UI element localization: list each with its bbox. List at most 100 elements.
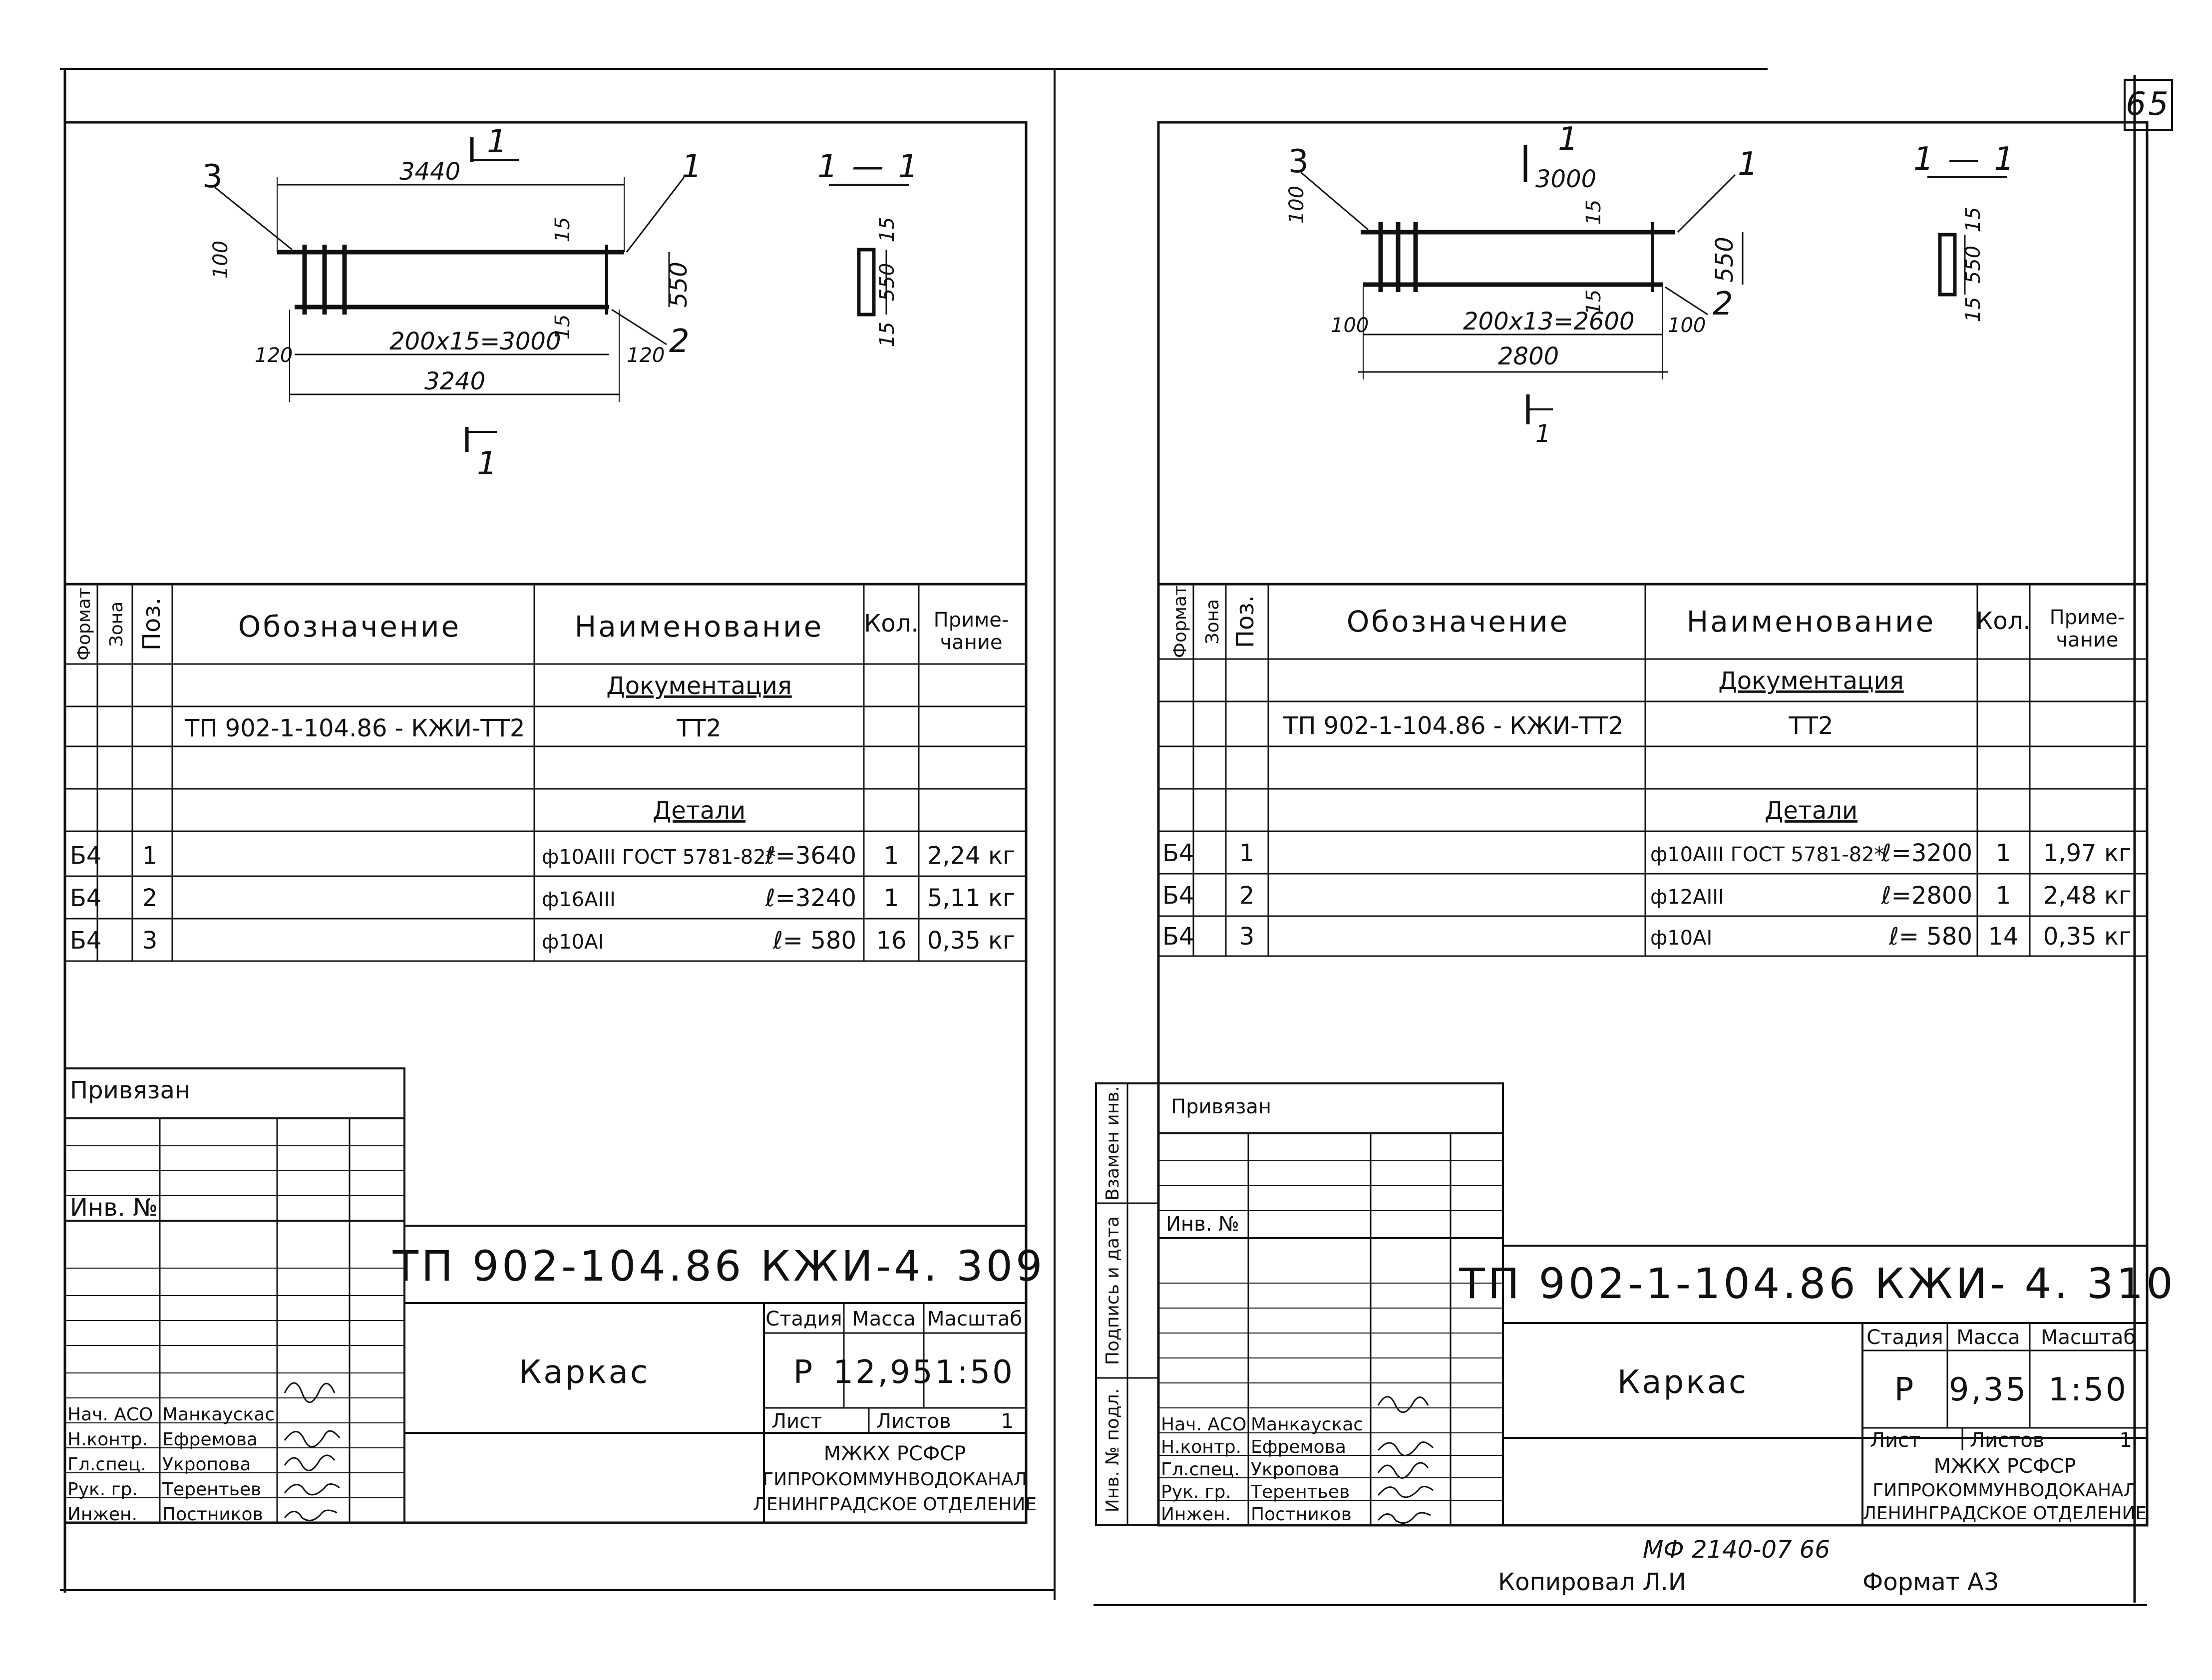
org-line-2: ГИПРОКОММУНВОДОКАНАЛ <box>1872 1480 2137 1501</box>
row-qty: 1 <box>884 842 899 870</box>
row-length: ℓ=3640 <box>765 842 856 870</box>
hdr-qty: Кол. <box>864 610 918 638</box>
row-note: 5,11 кг <box>927 884 1015 912</box>
sheet-label: Лист <box>1870 1429 1920 1452</box>
cut-top: 1 <box>487 123 509 160</box>
section-title: 1 — 1 <box>817 148 920 185</box>
stage-value: Р <box>793 1354 815 1391</box>
person-name: Терентьев <box>162 1479 261 1500</box>
section-parts: Детали <box>1765 797 1857 825</box>
row-length: ℓ=3240 <box>765 884 856 912</box>
cut-bottom: 1 <box>477 445 499 482</box>
doc-designation: ТП 902-1-104.86 - КЖИ-ТТ2 <box>1283 712 1623 740</box>
person-name: Манкаускас <box>162 1404 275 1425</box>
hdr-zone: Зона <box>1202 599 1223 645</box>
row-name: ф10АIII ГОСТ 5781-82* <box>1650 843 1884 866</box>
section-15a: 15 <box>1962 207 1985 233</box>
cut-top: 1 <box>1558 121 1580 158</box>
row-note: 1,97 кг <box>2043 839 2131 867</box>
person-name: Терентьев <box>1250 1482 1350 1502</box>
right-spec-table: Формат Зона Поз. Обозначение Наименовани… <box>1158 583 2147 957</box>
row-name: ф16АIII <box>542 888 616 911</box>
row-qty: 1 <box>1996 882 2011 910</box>
dim-15a: 15 <box>1582 200 1605 225</box>
hdr-name: Наименование <box>1687 605 1936 639</box>
row-format: Б4 <box>70 884 101 912</box>
section-parts: Детали <box>653 797 745 825</box>
doc-name: ТТ2 <box>1788 712 1833 740</box>
row-name: ф12АIII <box>1650 886 1724 909</box>
mass-header: Масса <box>852 1308 916 1331</box>
section-15a: 15 <box>876 217 899 243</box>
left-sheet: 3440 200x15=3000 3240 120 120 550 100 15… <box>63 121 1046 1525</box>
org-line-2: ГИПРОКОММУНВОДОКАНАЛ <box>762 1469 1027 1490</box>
right-sheet: 1 3000 200x13=2600 2800 100 100 550 100 … <box>1095 121 2176 1596</box>
right-title-block: Привязан Инв. № ТП 902-1-104.86 КЖИ- 4. … <box>1157 1082 2176 1526</box>
hdr-format: Формат <box>1170 585 1190 658</box>
row-format: Б4 <box>1162 923 1194 951</box>
signature <box>284 1382 341 1522</box>
sheets-value: 1 <box>2120 1429 2132 1452</box>
sheets-value: 1 <box>1001 1410 1014 1433</box>
mass-header: Масса <box>1956 1326 2020 1349</box>
spec-row: Б4 1 ф10АIII ГОСТ 5781-82* ℓ=3640 1 2,24… <box>70 842 1015 870</box>
hdr-zone: Зона <box>106 602 127 647</box>
dim-end-right: 120 <box>627 344 665 367</box>
hdr-note-2: чание <box>2056 629 2119 652</box>
stage-header: Стадия <box>765 1308 842 1331</box>
role: Инжен. <box>67 1504 137 1525</box>
person-name: Укропова <box>1251 1459 1339 1480</box>
scale-value: 1:50 <box>935 1354 1015 1391</box>
hdr-pos: Поз. <box>138 598 166 651</box>
cut-bottom: 1 <box>1535 420 1551 448</box>
role: Гл.спец. <box>67 1454 146 1475</box>
row-name: ф10АI <box>542 931 604 954</box>
hdr-pos: Поз. <box>1231 595 1259 648</box>
linked-label: Привязан <box>70 1076 190 1104</box>
dim-100: 100 <box>1285 186 1308 224</box>
dim-top: 3440 <box>399 158 460 186</box>
row-format: Б4 <box>70 927 101 955</box>
row-format: Б4 <box>1162 839 1194 867</box>
row-length: ℓ=2800 <box>1881 882 1972 910</box>
doc-designation: ТП 902-1-104.86 - КЖИ-ТТ2 <box>184 714 525 742</box>
drawing-code: ТП 902-1-104.86 КЖИ- 4. 310 <box>1459 1259 2176 1308</box>
mass-value: 12,95 <box>833 1354 934 1391</box>
pos3-label: 3 <box>202 158 225 195</box>
row-qty: 1 <box>884 884 899 912</box>
drawing-title: Каркас <box>1617 1364 1748 1401</box>
row-pos: 1 <box>1239 839 1255 867</box>
dim-total: 3240 <box>424 367 485 395</box>
dim-15a: 15 <box>551 217 574 243</box>
page-number: 65 <box>2126 86 2170 123</box>
person-name: Манкаускас <box>1251 1414 1363 1435</box>
hdr-qty: Кол. <box>1976 607 2030 635</box>
hdr-designation: Обозначение <box>238 610 461 644</box>
role: Инжен. <box>1161 1504 1231 1525</box>
dim-end-left: 120 <box>255 344 293 367</box>
spec-row: Б4 3 ф10АI ℓ= 580 16 0,35 кг <box>70 927 1015 955</box>
section-550: 550 <box>876 263 899 301</box>
hdr-note-2: чание <box>940 631 1003 654</box>
section-550: 550 <box>1962 246 1985 284</box>
drawing-code: ТП 902-104.86 КЖИ-4. 309 <box>392 1242 1046 1291</box>
sheets-label: Листов <box>876 1410 951 1433</box>
dim-spacing: 200x13=2600 <box>1463 308 1634 336</box>
dim-total: 2800 <box>1498 342 1559 370</box>
dim-15b: 15 <box>1582 290 1605 315</box>
row-length: ℓ=3200 <box>1881 839 1972 867</box>
footer-copied: Копировал Л.И <box>1498 1568 1686 1596</box>
scale-header: Масштаб <box>2041 1326 2136 1349</box>
person-name: Постников <box>1251 1504 1352 1525</box>
footer-mf: МФ 2140-07 66 <box>1643 1536 1830 1564</box>
role: Нач. АСО <box>1161 1414 1246 1435</box>
hdr-note-1: Приме- <box>2050 606 2125 629</box>
person-name: Постников <box>162 1504 263 1525</box>
row-pos: 2 <box>142 884 158 912</box>
row-qty: 1 <box>1996 839 2011 867</box>
pos1-label: 1 <box>1738 146 1760 183</box>
section-shape <box>1938 233 1957 297</box>
dim-top: 3000 <box>1535 165 1596 193</box>
org-line-3: ЛЕНИНГРАДСКОЕ ОТДЕЛЕНИЕ <box>753 1494 1037 1515</box>
